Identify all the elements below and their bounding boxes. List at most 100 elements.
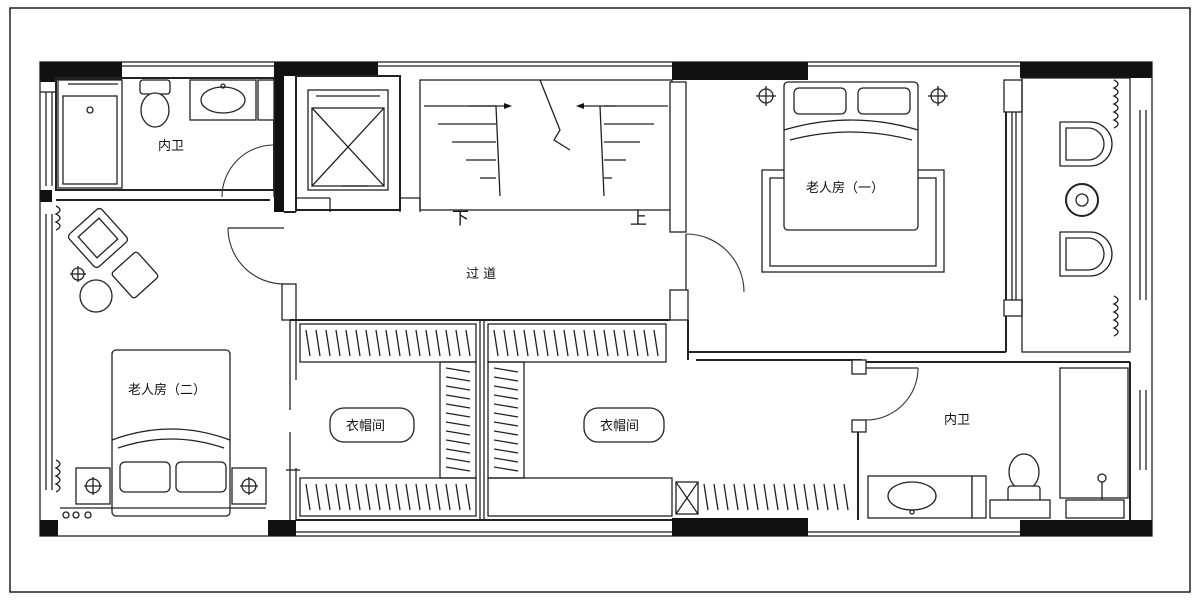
clothes-hanger	[395, 329, 401, 357]
clothes-hanger	[445, 329, 451, 357]
armchair-icon	[1059, 121, 1113, 167]
bed-icon	[111, 349, 231, 517]
clothes-hanger	[593, 329, 599, 357]
stair-up-label: 上	[630, 209, 647, 229]
clothes-hanger	[763, 483, 769, 511]
clothes-hanger	[493, 412, 519, 418]
clothes-hanger	[385, 329, 391, 357]
clothes-hanger	[445, 367, 471, 373]
clothes-hanger	[733, 483, 739, 511]
clothes-hanger	[445, 421, 471, 427]
elder-room-2: 老人房（二）	[54, 199, 270, 519]
clothes-hanger	[493, 430, 519, 436]
room-label-bathroom-bottom-right: 内卫	[944, 412, 970, 428]
clothes-hanger	[603, 329, 609, 357]
lamp-icon	[756, 86, 776, 106]
clothes-hanger	[315, 483, 321, 511]
clothes-hanger	[315, 329, 321, 357]
clothes-hanger	[513, 329, 519, 357]
clothes-hanger	[335, 329, 341, 357]
nightstand-icon	[231, 467, 267, 505]
clothes-hanger	[405, 483, 411, 511]
closet-left-label-box: 衣帽间	[329, 407, 415, 443]
clothes-hanger	[753, 483, 759, 511]
stair-down-label: 下	[452, 209, 469, 229]
elder-room-1: 老人房（一）	[688, 79, 1023, 353]
clothes-hanger	[773, 483, 779, 511]
bathroom-top-left: 内卫	[55, 77, 275, 198]
clothes-hanger	[405, 329, 411, 357]
clothes-hanger	[793, 483, 799, 511]
corridor: 过 道	[227, 197, 745, 321]
clothes-hanger	[493, 329, 499, 357]
clothes-hanger	[375, 329, 381, 357]
clothes-hanger	[385, 483, 391, 511]
toilet-icon	[1007, 453, 1041, 503]
clothes-hanger	[445, 457, 471, 463]
clothes-hanger	[445, 403, 471, 409]
toilet-icon	[139, 79, 171, 128]
closets: 衣帽间 衣帽间	[286, 319, 862, 521]
clothes-hanger	[425, 329, 431, 357]
clothes-hanger	[623, 329, 629, 357]
clothes-hanger	[643, 329, 649, 357]
room-label-closet-right: 衣帽间	[600, 418, 639, 434]
clothes-hanger	[533, 329, 539, 357]
nightstand-icon	[75, 467, 111, 505]
armchair-icon	[1059, 231, 1113, 277]
lamp-icon	[70, 266, 86, 282]
clothes-hanger	[723, 483, 729, 511]
room-label-closet-left: 衣帽间	[346, 418, 385, 434]
clothes-hanger	[633, 329, 639, 357]
clothes-hanger	[345, 483, 351, 511]
staircase: 下 上	[419, 79, 687, 233]
clothes-hanger	[455, 329, 461, 357]
elevator	[295, 75, 401, 211]
clothes-hanger	[455, 483, 461, 511]
bed-icon	[761, 81, 945, 273]
clothes-hanger	[325, 483, 331, 511]
clothes-hanger	[613, 329, 619, 357]
clothes-hanger	[305, 329, 311, 357]
window-left	[40, 91, 56, 490]
clothes-hanger	[553, 329, 559, 357]
bathroom-bottom-right: 内卫	[851, 359, 1131, 520]
clothes-hanger	[445, 483, 451, 511]
clothes-hanger	[415, 329, 421, 357]
window-right	[1139, 110, 1147, 470]
clothes-hanger	[493, 457, 519, 463]
clothes-hanger	[573, 329, 579, 357]
side-table-icon	[79, 279, 113, 313]
clothes-hanger	[345, 329, 351, 357]
clothes-hanger	[365, 483, 371, 511]
clothes-hanger	[425, 483, 431, 511]
side-table-icon	[1065, 183, 1099, 217]
clothes-hanger	[493, 376, 519, 382]
clothes-hanger	[563, 329, 569, 357]
clothes-hanger	[843, 483, 849, 511]
clothes-hanger	[493, 394, 519, 400]
armchair-icon	[67, 207, 129, 269]
clothes-hanger	[365, 329, 371, 357]
room-label-bathroom-top-left: 内卫	[158, 138, 184, 154]
room-label-elder-room-1: 老人房（一）	[806, 180, 884, 196]
clothes-hanger	[833, 483, 839, 511]
stair-arrow-down-icon	[468, 103, 512, 109]
clothes-hanger	[445, 466, 471, 472]
clothes-hanger	[435, 483, 441, 511]
clothes-hanger	[493, 367, 519, 373]
clothes-hanger	[465, 483, 471, 511]
clothes-hanger	[493, 421, 519, 427]
clothes-hanger	[465, 329, 471, 357]
clothes-hanger	[703, 483, 709, 511]
room-label-elder-room-2: 老人房（二）	[128, 382, 206, 398]
clothes-hanger	[503, 329, 509, 357]
clothes-hanger	[713, 483, 719, 511]
clothes-hanger	[435, 329, 441, 357]
basin-icon	[189, 79, 257, 121]
clothes-hanger	[395, 483, 401, 511]
clothes-hanger	[445, 412, 471, 418]
ottoman-icon	[111, 251, 159, 299]
basin-icon	[867, 475, 973, 519]
clothes-hanger	[305, 483, 311, 511]
